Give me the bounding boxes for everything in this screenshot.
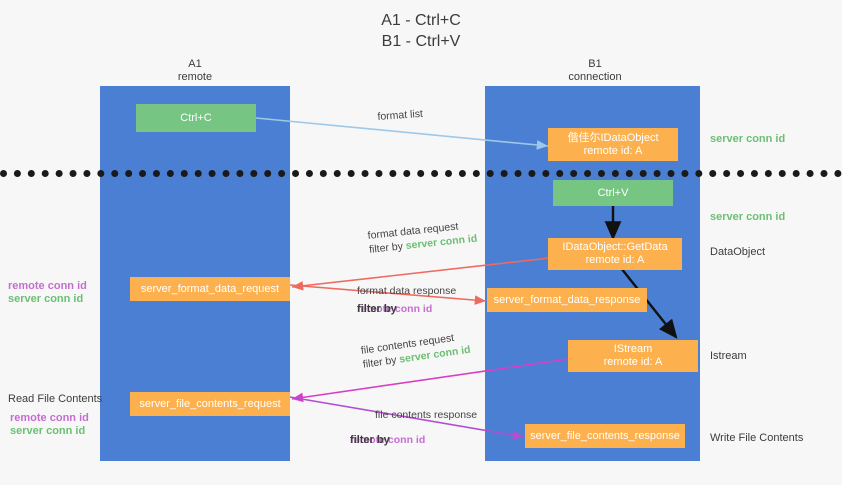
node-idataobject[interactable]: 偕佳尓IDataObject remote id: A [548, 128, 678, 161]
node-server-format-data-request-label: server_format_data_request [140, 282, 280, 295]
node-server-format-data-request[interactable]: server_format_data_request [130, 277, 290, 301]
phase-divider [0, 170, 842, 177]
node-getdata-sub: remote id: A [585, 254, 645, 266]
title-line-1: A1 - Ctrl+C [381, 12, 461, 29]
node-server-file-contents-response-label: server_file_contents_response [530, 429, 680, 442]
edge-fdreq-filter-prefix: filter by [368, 240, 407, 256]
edge-fcres-text: file contents response [375, 409, 478, 421]
lane-header-b1: B1 connection [530, 58, 660, 84]
node-idataobject-label: 偕佳尓IDataObject [567, 131, 659, 144]
lane-header-a1: A1 remote [130, 58, 260, 84]
left-label-remote-conn-id-1: remote conn id [8, 280, 87, 292]
page-title: A1 - Ctrl+C B1 - Ctrl+V [0, 10, 842, 52]
right-label-server-conn-id-1: server conn id [710, 133, 786, 145]
lane-a1-role: remote [177, 71, 213, 83]
node-ctrl-v[interactable]: Ctrl+V [553, 180, 673, 206]
edge-fcreq-filter-prefix: filter by [362, 353, 401, 371]
node-server-file-contents-request-label: server_file_contents_request [139, 397, 281, 410]
edge-fcres-filter-value: remote conn id [350, 434, 426, 446]
node-ctrl-c-label: Ctrl+C [180, 111, 212, 124]
right-label-istream: Istream [710, 350, 747, 362]
edge-label-file-contents-response: file contents response [375, 408, 477, 422]
edge-fcres-filter-prefix: filter by [350, 434, 390, 446]
edge-label-file-contents-request: file contents request filter by server c… [360, 329, 471, 372]
node-ctrl-c[interactable]: Ctrl+C [136, 104, 256, 132]
left-label-read-file-contents: Read File Contents [8, 393, 103, 405]
node-server-file-contents-response[interactable]: server_file_contents_response [525, 424, 685, 448]
node-istream-sub: remote id: A [603, 356, 663, 368]
node-server-format-data-response-label: server_format_data_response [493, 293, 641, 306]
node-istream-label: IStream [613, 343, 653, 355]
edge-label-format-list: format list [377, 107, 423, 124]
left-label-remote-conn-id-2: remote conn id [10, 412, 89, 424]
node-idataobject-getdata[interactable]: IDataObject::GetData remote id: A [548, 238, 682, 270]
left-label-server-conn-id-2: server conn id [10, 425, 86, 437]
lane-b1-role: connection [568, 71, 622, 83]
edge-fdres-text: format data response [357, 285, 457, 297]
edge-fdres-filter-prefix: filter by [357, 303, 397, 315]
node-server-file-contents-request[interactable]: server_file_contents_request [130, 392, 290, 416]
left-label-server-conn-id-1: server conn id [8, 293, 84, 305]
edge-label-file-contents-response-filter: filter by remote conn id [350, 433, 425, 447]
node-server-format-data-response[interactable]: server_format_data_response [487, 288, 647, 312]
node-idataobject-sub: remote id: A [583, 144, 643, 157]
edge-fdres-filter-value: remote conn id [357, 303, 433, 315]
node-ctrl-v-label: Ctrl+V [597, 186, 629, 199]
lane-b1-name: B1 [588, 58, 602, 70]
right-label-server-conn-id-2: server conn id [710, 211, 786, 223]
title-line-2: B1 - Ctrl+V [381, 33, 461, 50]
edge-format-list-text: format list [377, 107, 424, 123]
edge-label-format-data-request: format data request filter by server con… [367, 218, 478, 257]
lane-a1-name: A1 [188, 58, 202, 70]
right-label-write-file-contents: Write File Contents [710, 432, 804, 444]
node-getdata-label: IDataObject::GetData [562, 241, 668, 253]
node-istream[interactable]: IStream remote id: A [568, 340, 698, 372]
edge-label-format-data-response: format data response filter by remote co… [357, 284, 456, 316]
right-label-dataobject: DataObject [710, 246, 766, 258]
edge-fdres-filter: filter by remote conn id [357, 302, 456, 316]
